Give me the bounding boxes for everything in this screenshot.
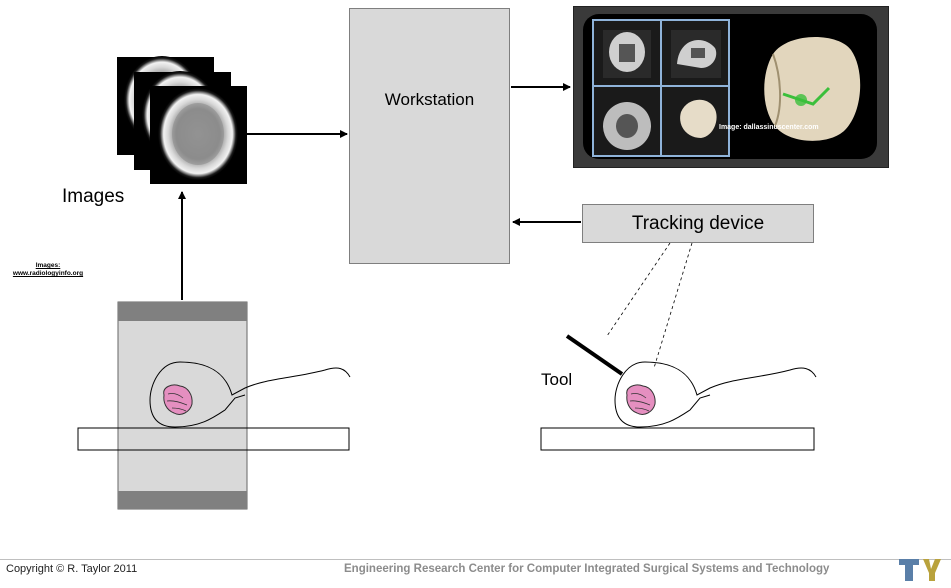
- tracker-ray-2: [653, 242, 693, 369]
- axial-view: [603, 102, 651, 150]
- tracking-device-label: Tracking device: [631, 212, 765, 234]
- brain-tissue-right: [626, 384, 656, 415]
- ct-scanner-scene: [77, 301, 351, 510]
- coronal-view: [603, 30, 651, 78]
- brain-tissue-left: [163, 384, 193, 415]
- 3d-skull-view: [764, 36, 861, 141]
- navigation-screen-graphics: [592, 19, 861, 157]
- images-label: Images: [62, 186, 125, 207]
- patient-table-left: [77, 427, 350, 451]
- workstation-label: Workstation: [384, 90, 475, 109]
- tracker-ray-1: [606, 242, 671, 337]
- footer-center-text: Engineering Research Center for Computer…: [344, 563, 830, 575]
- sagittal-view: [671, 30, 721, 78]
- surgical-tool: [565, 334, 624, 376]
- display-image-credit: Image: dallassinuscenter.com: [719, 124, 819, 131]
- patient-table-right: [540, 427, 815, 451]
- footer-copyright: Copyright © R. Taylor 2011: [6, 563, 138, 575]
- patient-outline-left: [149, 361, 351, 428]
- 3d-view-small: [680, 99, 717, 138]
- tool-label: Tool: [541, 370, 573, 389]
- images-credit: Images: www.radiologyinfo.org: [8, 262, 88, 278]
- images-credit-line1: Images:: [35, 262, 61, 269]
- ct-image-stack: [117, 56, 247, 184]
- tracking-device-box: Tracking device: [582, 204, 814, 243]
- tool-scene: [540, 242, 817, 451]
- ct-image-front: [150, 86, 247, 184]
- workstation-box: [349, 8, 510, 264]
- patient-outline-right: [614, 361, 817, 428]
- images-credit-line2: www.radiologyinfo.org: [12, 270, 84, 277]
- navigation-screen: [583, 14, 877, 159]
- erc-cisst-logo-icon: [897, 555, 947, 583]
- footer-divider: [0, 559, 951, 560]
